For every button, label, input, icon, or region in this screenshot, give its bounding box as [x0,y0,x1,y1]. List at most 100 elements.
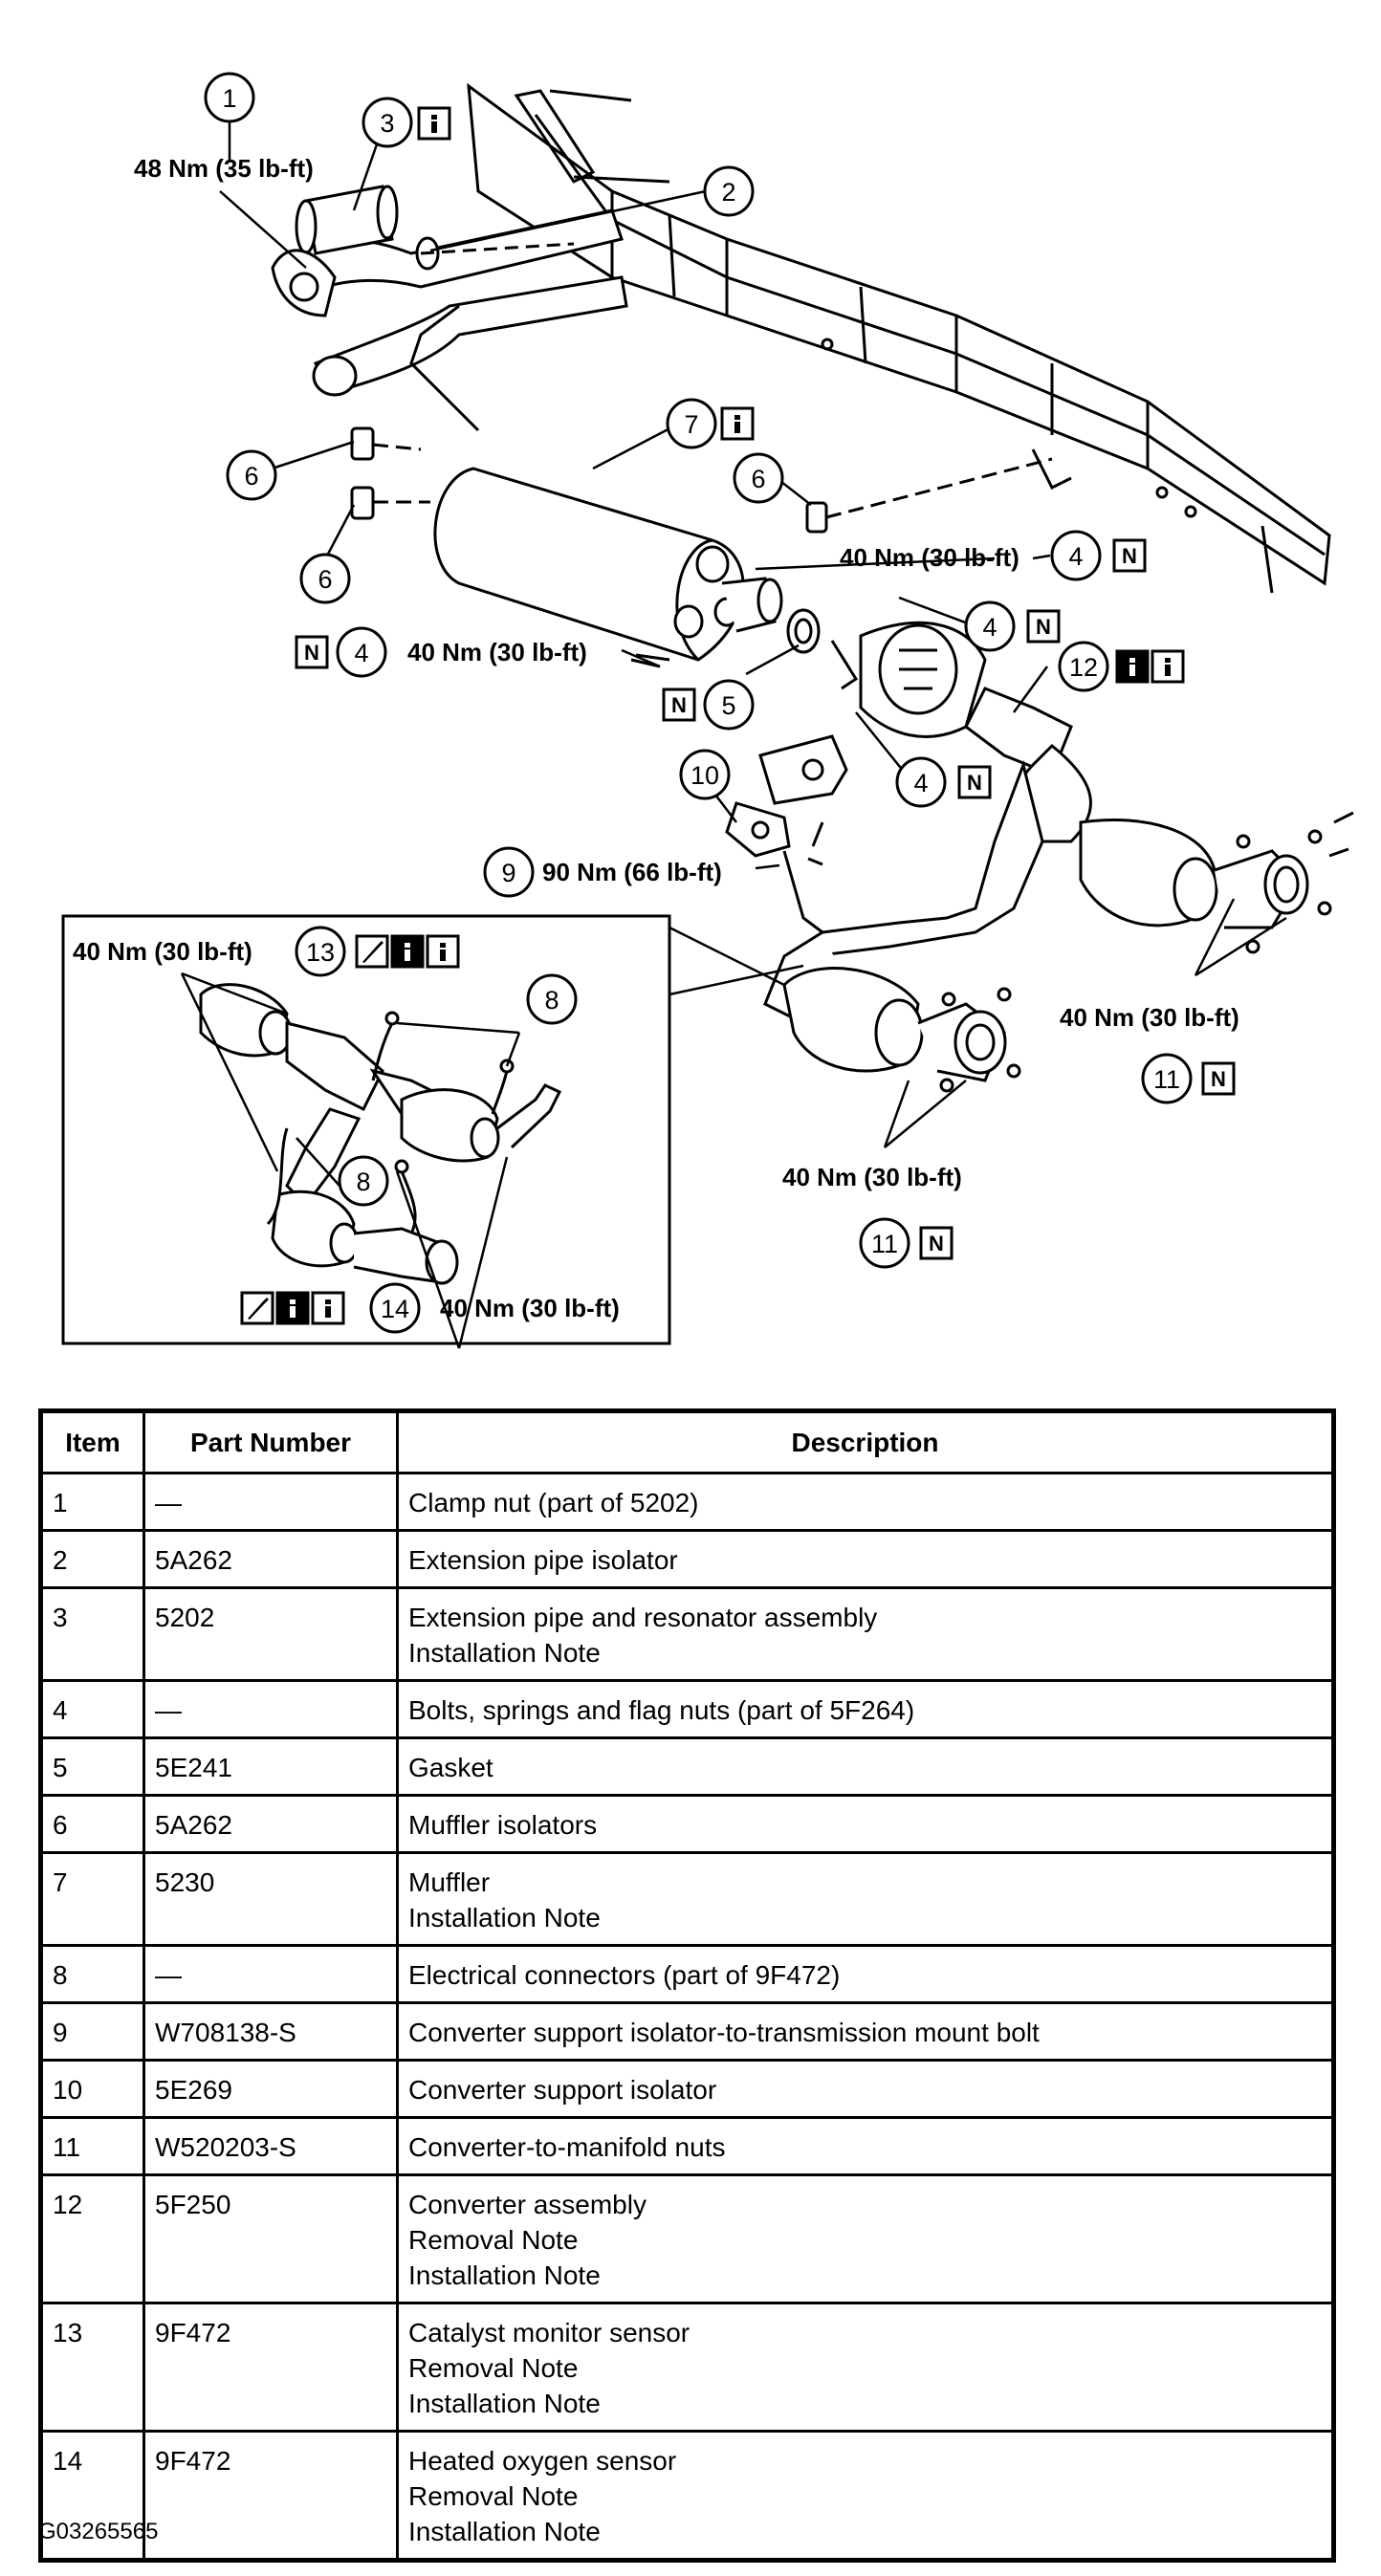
svg-text:1: 1 [222,84,236,113]
svg-text:N: N [671,693,687,717]
cell-part-number: — [142,1944,399,2004]
cell-item: 2 [39,1529,145,1589]
callout-13: 13 [295,926,346,977]
description-line: Clamp nut (part of 5202) [408,1488,699,1517]
cell-part-number: 5A262 [142,1794,399,1854]
cell-part-number: 9F472 [142,2302,399,2433]
cell-item: 8 [39,1944,145,2004]
callout-4c: 4 [336,626,387,678]
svg-text:N: N [929,1232,944,1255]
description-line: Installation Note [408,1638,601,1668]
info-icon [417,106,451,141]
cell-item: 6 [39,1794,145,1854]
callout-4d: 4 [895,756,947,808]
torque-1: 48 Nm (35 lb-ft) [134,154,314,183]
cell-description: Clamp nut (part of 5202) [396,1472,1335,1532]
svg-text:4: 4 [354,639,368,667]
description-line: Electrical connectors (part of 9F472) [408,1960,841,1990]
parts-table: Item Part Number Description 1—Clamp nut… [38,1408,1336,2563]
svg-text:11: 11 [1153,1065,1180,1094]
description-line: Converter support isolator [408,2075,717,2105]
callout-12: 12 [1058,641,1109,692]
new-part-icon: N [662,688,696,722]
torque-4b: 40 Nm (30 lb-ft) [407,638,587,666]
new-part-icon: N [1112,538,1147,573]
torque-13: 40 Nm (30 lb-ft) [73,937,252,966]
special-tool-icon [240,1291,274,1325]
cell-description: Gasket [396,1736,1335,1797]
figure-id: G03265565 [38,2519,159,2544]
cell-description: Extension pipe isolator [396,1529,1335,1589]
gasket [630,608,859,690]
cell-description: Muffler isolators [396,1794,1335,1854]
special-tool-icon [355,934,389,969]
muffler [350,426,1053,662]
new-part-icon: N [1026,609,1061,644]
exhaust-system-diagram: 1 2 3 6 6 7 6 4 4 4 5 12 4 10 9 11 11 13… [61,72,1354,1349]
callout-4b: 4 [964,600,1016,652]
info-icon [275,1291,310,1325]
table-row: 4—Bolts, springs and flag nuts (part of … [39,1679,1335,1739]
torque-labels: 48 Nm (35 lb-ft) 40 Nm (30 lb-ft) 40 Nm … [73,154,1239,1322]
callout-10: 10 [679,749,731,800]
cell-part-number: 5F250 [142,2173,399,2304]
cell-part-number: W708138-S [142,2001,399,2062]
table-row: 8— Electrical connectors (part of 9F472) [39,1944,1335,2004]
callout-2: 2 [703,165,755,217]
svg-text:9: 9 [501,859,515,887]
symbol-boxes: N N N N N N N [240,106,1236,1325]
torque-4a: 40 Nm (30 lb-ft) [840,543,1019,572]
svg-text:4: 4 [982,613,997,642]
cell-part-number: 5230 [142,1851,399,1947]
torque-11b: 40 Nm (30 lb-ft) [782,1163,962,1191]
cell-description: Converter support isolator-to-transmissi… [396,2001,1335,2062]
cell-description: Bolts, springs and flag nuts (part of 5F… [396,1679,1335,1739]
cell-item: 12 [39,2173,145,2304]
info-icon [720,406,755,441]
cell-item: 1 [39,1472,145,1532]
description-line: Extension pipe and resonator assembly [408,1603,878,1632]
cell-item: 5 [39,1736,145,1797]
callout-4a: 4 [1050,530,1102,581]
description-line: Removal Note [408,2225,579,2255]
inset-sensor-detail [61,914,671,1349]
cell-part-number: 5202 [142,1586,399,1682]
description-line: Converter assembly [408,2190,647,2219]
new-part-icon: N [1201,1061,1236,1096]
callout-9: 9 [483,846,535,898]
description-line: Installation Note [408,1903,601,1932]
description-line: Installation Note [408,2389,601,2418]
header-item: Item [39,1409,145,1474]
cell-description: Converter support isolator [396,2059,1335,2119]
header-description: Description [396,1409,1335,1474]
cell-part-number: W520203-S [142,2116,399,2176]
callout-5: 5 [703,679,755,731]
svg-text:13: 13 [306,938,335,967]
cell-item: 13 [39,2302,145,2433]
cell-description: Electrical connectors (part of 9F472) [396,1944,1335,2004]
callout-8b: 8 [338,1155,389,1207]
description-line: Extension pipe isolator [408,1545,678,1575]
svg-text:14: 14 [381,1295,409,1323]
svg-text:12: 12 [1069,653,1098,682]
svg-text:N: N [1122,544,1137,568]
callout-8a: 8 [526,973,578,1025]
svg-text:4: 4 [913,769,928,797]
svg-text:5: 5 [721,691,735,720]
frame-rail [467,82,1331,594]
svg-text:6: 6 [244,462,258,491]
description-line: Muffler isolators [408,1810,598,1840]
cell-part-number: — [142,1679,399,1739]
info-icon [426,934,460,969]
info-icon [390,934,425,969]
cell-part-number: — [142,1472,399,1532]
